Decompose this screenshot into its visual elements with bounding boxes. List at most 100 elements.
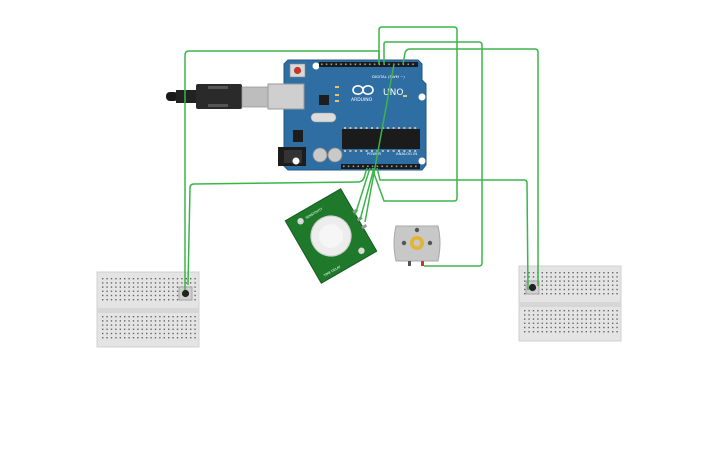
breadboard-hole[interactable]: [159, 278, 161, 280]
breadboard-hole[interactable]: [594, 288, 596, 291]
power-analog-header[interactable]: [341, 164, 420, 169]
breadboard-hole[interactable]: [537, 318, 539, 320]
breadboard-hole[interactable]: [590, 272, 592, 274]
breadboard-hole[interactable]: [185, 324, 187, 326]
breadboard-hole[interactable]: [146, 290, 148, 292]
breadboard-hole[interactable]: [106, 290, 108, 292]
breadboard-hole[interactable]: [154, 286, 157, 288]
breadboard-hole[interactable]: [176, 316, 179, 318]
breadboard-hole[interactable]: [110, 278, 113, 280]
breadboard-hole[interactable]: [546, 326, 548, 329]
breadboard-hole[interactable]: [563, 310, 565, 312]
breadboard-hole[interactable]: [146, 282, 148, 284]
breadboard-hole[interactable]: [576, 314, 579, 316]
breadboard-hole[interactable]: [159, 337, 161, 339]
breadboard-hole[interactable]: [137, 337, 139, 339]
breadboard-hole[interactable]: [568, 314, 570, 316]
breadboard-hole[interactable]: [598, 318, 601, 320]
breadboard-hole[interactable]: [190, 320, 192, 322]
breadboard-hole[interactable]: [598, 284, 601, 286]
breadboard-hole[interactable]: [612, 326, 614, 329]
breadboard-hole[interactable]: [141, 299, 143, 301]
breadboard-hole[interactable]: [185, 320, 187, 322]
breadboard-hole[interactable]: [585, 326, 587, 329]
breadboard-hole[interactable]: [550, 314, 552, 316]
breadboard-hole[interactable]: [163, 294, 165, 297]
breadboard-hole[interactable]: [594, 326, 596, 329]
breadboard-hole[interactable]: [194, 290, 196, 292]
breadboard-hole[interactable]: [132, 286, 135, 288]
breadboard-hole[interactable]: [146, 316, 148, 318]
breadboard-hole[interactable]: [563, 272, 565, 274]
breadboard-hole[interactable]: [168, 299, 170, 301]
header-pin[interactable]: [371, 165, 374, 168]
breadboard-hole[interactable]: [194, 294, 196, 297]
breadboard-hole[interactable]: [176, 324, 179, 326]
breadboard-hole[interactable]: [119, 282, 121, 284]
breadboard-hole[interactable]: [146, 324, 148, 326]
breadboard-hole[interactable]: [541, 288, 543, 291]
breadboard-hole[interactable]: [554, 318, 557, 320]
breadboard-hole[interactable]: [159, 316, 161, 318]
header-pin[interactable]: [383, 63, 385, 66]
breadboard-hole[interactable]: [168, 294, 170, 297]
breadboard-hole[interactable]: [603, 310, 605, 312]
breadboard-hole[interactable]: [124, 294, 126, 297]
breadboard-hole[interactable]: [528, 272, 530, 274]
breadboard-hole[interactable]: [546, 310, 548, 312]
breadboard-hole[interactable]: [603, 331, 605, 333]
breadboard-hole[interactable]: [563, 318, 565, 320]
breadboard-hole[interactable]: [124, 286, 126, 288]
breadboard-hole[interactable]: [163, 282, 165, 284]
breadboard-hole[interactable]: [607, 288, 609, 291]
breadboard-hole[interactable]: [572, 322, 574, 324]
breadboard-hole[interactable]: [172, 324, 174, 326]
breadboard-hole[interactable]: [154, 328, 157, 330]
breadboard-hole[interactable]: [172, 282, 174, 284]
breadboard-hole[interactable]: [554, 280, 557, 282]
breadboard-hole[interactable]: [159, 328, 161, 330]
breadboard-hole[interactable]: [612, 318, 614, 320]
wire-pir-signal[interactable]: [364, 63, 395, 223]
breadboard-hole[interactable]: [163, 316, 165, 318]
breadboard-hole[interactable]: [572, 331, 574, 333]
breadboard-hole[interactable]: [102, 328, 104, 330]
breadboard-hole[interactable]: [546, 280, 548, 282]
breadboard-hole[interactable]: [172, 332, 174, 335]
breadboard-hole[interactable]: [590, 293, 592, 295]
breadboard-hole[interactable]: [115, 294, 117, 297]
breadboard-hole[interactable]: [607, 322, 609, 324]
breadboard-hole[interactable]: [119, 320, 121, 322]
breadboard-hole[interactable]: [528, 310, 530, 312]
breadboard-hole[interactable]: [585, 318, 587, 320]
breadboard-hole[interactable]: [563, 284, 565, 286]
breadboard-hole[interactable]: [607, 318, 609, 320]
breadboard-hole[interactable]: [119, 328, 121, 330]
breadboard-hole[interactable]: [106, 278, 108, 280]
breadboard-hole[interactable]: [603, 280, 605, 282]
breadboard-hole[interactable]: [176, 320, 179, 322]
breadboard-hole[interactable]: [124, 282, 126, 284]
breadboard-hole[interactable]: [590, 322, 592, 324]
breadboard-hole[interactable]: [146, 278, 148, 280]
breadboard-hole[interactable]: [598, 288, 601, 291]
breadboard-hole[interactable]: [581, 280, 583, 282]
breadboard-hole[interactable]: [598, 293, 601, 295]
header-pin[interactable]: [391, 165, 393, 168]
breadboard-hole[interactable]: [137, 328, 139, 330]
breadboard-hole[interactable]: [146, 299, 148, 301]
breadboard-hole[interactable]: [115, 299, 117, 301]
breadboard-hole[interactable]: [616, 284, 618, 286]
breadboard-hole[interactable]: [159, 299, 161, 301]
breadboard-hole[interactable]: [194, 332, 196, 335]
wire-right-breadboard-to-power[interactable]: [376, 167, 529, 291]
breadboard-hole[interactable]: [594, 293, 596, 295]
breadboard-hole[interactable]: [612, 293, 614, 295]
breadboard-hole[interactable]: [146, 332, 148, 335]
breadboard-hole[interactable]: [546, 288, 548, 291]
pir-sensitivity-pot[interactable]: [296, 217, 305, 226]
breadboard-hole[interactable]: [128, 290, 130, 292]
breadboard-hole[interactable]: [119, 290, 121, 292]
breadboard-hole[interactable]: [607, 284, 609, 286]
breadboard-hole[interactable]: [137, 316, 139, 318]
